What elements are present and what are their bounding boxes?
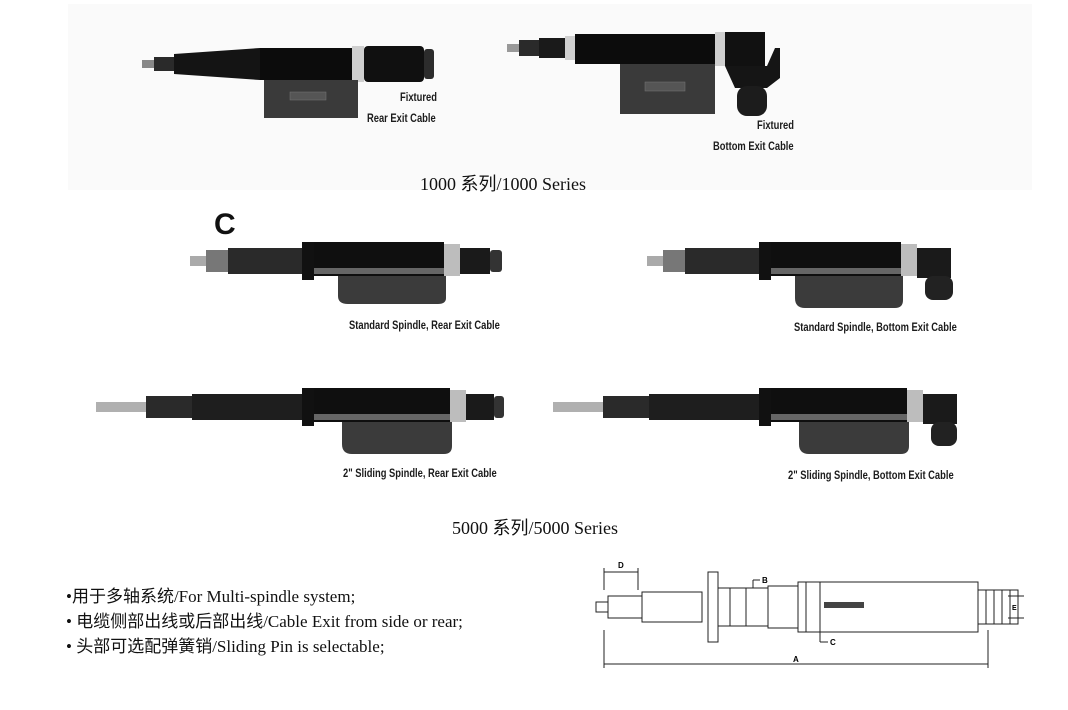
dimension-label-b: B (762, 576, 768, 585)
tool-1000-bottom-exit-image (507, 32, 780, 116)
feature-multi-spindle: •用于多轴系统/For Multi-spindle system; (66, 587, 356, 606)
ce-mark: C (214, 208, 236, 241)
dimension-drawing: D B C A E (595, 561, 1024, 668)
tool-1000-rear-exit-image (142, 46, 434, 118)
feature-sliding-pin: • 头部可选配弹簧销/Sliding Pin is selectable; (66, 637, 385, 656)
tool-5000-standard-rear-image (190, 242, 502, 304)
tool-1000-rear-exit-caption-line1: Fixtured (400, 90, 437, 104)
tool-5000-sliding-rear-image (96, 388, 504, 454)
tool-5000-standard-bottom-caption: Standard Spindle, Bottom Exit Cable (794, 320, 957, 334)
dimension-label-a: A (793, 655, 799, 664)
series-1000-panel (68, 4, 1032, 190)
tool-5000-sliding-bottom-image (553, 388, 957, 454)
tool-5000-standard-rear-caption: Standard Spindle, Rear Exit Cable (349, 318, 500, 332)
series-5000-label: 5000 系列/5000 Series (452, 518, 618, 538)
dimension-label-d: D (618, 561, 624, 570)
tool-1000-rear-exit-caption-line2: Rear Exit Cable (367, 111, 436, 125)
dimension-label-e: E (1012, 605, 1017, 612)
tool-1000-bottom-exit-caption-line2: Bottom Exit Cable (713, 139, 794, 153)
feature-cable-exit: • 电缆侧部出线或后部出线/Cable Exit from side or re… (66, 612, 463, 631)
tool-5000-standard-bottom-image (647, 242, 953, 308)
tool-1000-bottom-exit-caption-line1: Fixtured (757, 118, 794, 132)
dimension-label-c: C (830, 638, 836, 647)
series-1000-label: 1000 系列/1000 Series (420, 174, 586, 194)
tool-5000-sliding-bottom-caption: 2" Sliding Spindle, Bottom Exit Cable (788, 468, 954, 482)
tool-5000-sliding-rear-caption: 2" Sliding Spindle, Rear Exit Cable (343, 466, 497, 480)
